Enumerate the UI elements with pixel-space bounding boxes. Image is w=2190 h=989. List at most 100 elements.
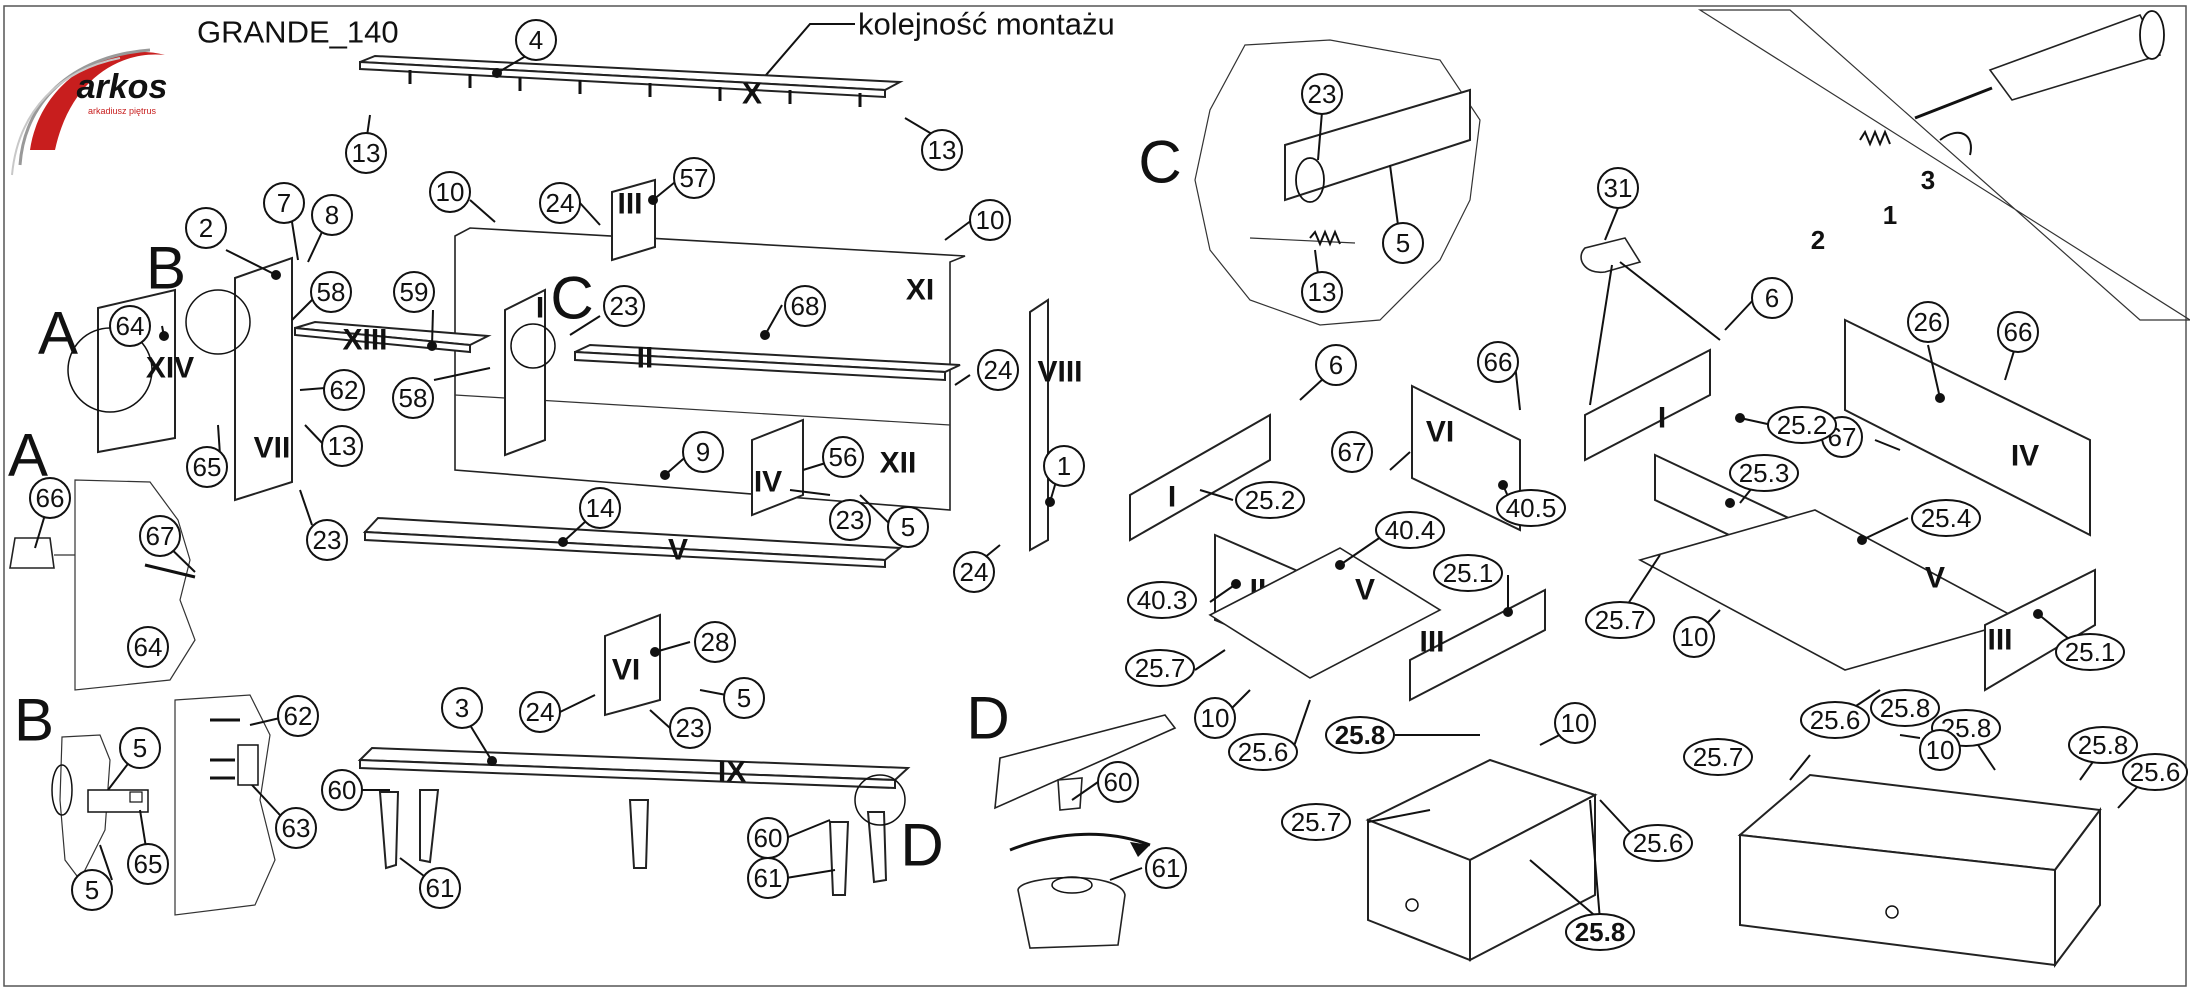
drawer1-panel-v	[1208, 547, 1442, 679]
callout-23: 23	[669, 707, 711, 749]
callout-62: 62	[277, 695, 319, 737]
drawer2-panel-iii	[1984, 568, 2096, 692]
panel-vi	[604, 613, 661, 717]
svg-text:13: 13	[928, 135, 957, 165]
svg-text:24: 24	[546, 188, 575, 218]
callout-6: 6	[1315, 344, 1357, 386]
callout-25-6: 25.6	[1800, 701, 1870, 739]
order-note-leader	[759, 23, 855, 83]
callout-24: 24	[539, 182, 581, 224]
arkos-logo: arkos arkadiusz piętrus	[11, 48, 167, 176]
svg-text:65: 65	[193, 452, 222, 482]
detail-b-circle	[185, 289, 251, 355]
callout-60: 60	[321, 769, 363, 811]
svg-text:VI: VI	[1426, 416, 1454, 449]
callout-9: 9	[682, 431, 724, 473]
svg-text:24: 24	[526, 697, 555, 727]
svg-text:66: 66	[36, 483, 65, 513]
callout-31: 31	[1597, 167, 1639, 209]
part-callouts: 4 13 13 57 24 10 10 2 7 8 58 59 64 68 23…	[29, 19, 2188, 951]
svg-text:IV: IV	[2011, 440, 2039, 473]
step-number: 1	[1883, 200, 1897, 230]
svg-text:I: I	[1658, 402, 1666, 435]
svg-text:I: I	[1168, 481, 1176, 514]
drawer1-panel-iii	[1409, 588, 1546, 702]
svg-text:25.2: 25.2	[1245, 485, 1296, 515]
svg-text:1: 1	[1057, 451, 1071, 481]
svg-text:23: 23	[836, 505, 865, 535]
svg-text:62: 62	[284, 701, 313, 731]
label-panel-xiv: XIV	[146, 352, 194, 385]
svg-text:40.3: 40.3	[1137, 585, 1188, 615]
callout-c-23: 23	[1301, 73, 1343, 115]
callout-24: 24	[519, 691, 561, 733]
svg-text:III: III	[1419, 626, 1444, 659]
svg-text:67: 67	[146, 521, 175, 551]
svg-text:25.4: 25.4	[1921, 503, 1972, 533]
callout-25-7: 25.7	[1281, 803, 1351, 841]
callout-10: 10	[1919, 729, 1961, 771]
callout-25-6: 25.6	[1228, 733, 1298, 771]
svg-text:25.6: 25.6	[1810, 705, 1861, 735]
svg-text:13: 13	[328, 431, 357, 461]
detail-letter-b-zoom: B	[14, 687, 54, 754]
callout-14: 14	[579, 487, 621, 529]
detail-b-zoom	[51, 694, 276, 916]
detail-a-zoom	[9, 479, 196, 691]
callout-65: 65	[186, 446, 228, 488]
svg-text:23: 23	[676, 713, 705, 743]
callout-25-8: 25.8	[1565, 913, 1635, 951]
panel-i	[504, 288, 546, 457]
callout-1: 1	[1043, 445, 1085, 487]
svg-text:25.1: 25.1	[2065, 637, 2116, 667]
svg-text:25.7: 25.7	[1291, 807, 1342, 837]
svg-text:64: 64	[116, 311, 145, 341]
page-frame	[3, 5, 2187, 987]
callout-68: 68	[784, 285, 826, 327]
callout-25-1: 25.1	[1433, 554, 1503, 592]
svg-text:61: 61	[1152, 853, 1181, 883]
svg-text:65: 65	[134, 849, 163, 879]
svg-text:10: 10	[1926, 735, 1955, 765]
drawer2-panel-i	[1584, 348, 1711, 462]
svg-text:25.6: 25.6	[2130, 757, 2181, 787]
svg-text:68: 68	[791, 291, 820, 321]
svg-text:62: 62	[330, 375, 359, 405]
callout-10: 10	[1554, 702, 1596, 744]
assembly-order-note: kolejność montażu	[858, 7, 1115, 42]
callout-10: 10	[1673, 616, 1715, 658]
label-panel-xii: XII	[880, 447, 917, 480]
svg-text:V: V	[1925, 562, 1945, 595]
callout-40-5: 40.5	[1496, 489, 1566, 527]
label-panel-x: X	[742, 78, 762, 111]
svg-text:13: 13	[352, 138, 381, 168]
svg-text:5: 5	[737, 683, 751, 713]
callout-66: 66	[1997, 311, 2039, 353]
svg-text:25.8: 25.8	[1575, 917, 1626, 947]
callout-65: 65	[127, 843, 169, 885]
callout-24: 24	[977, 349, 1019, 391]
callout-25-2: 25.2	[1767, 406, 1837, 444]
svg-text:63: 63	[282, 813, 311, 843]
callout-64: 64	[109, 305, 151, 347]
svg-text:61: 61	[754, 863, 783, 893]
detail-letter-d-zoom: D	[966, 685, 1009, 752]
callout-63: 63	[275, 807, 317, 849]
drawer1-panel-i	[1129, 413, 1271, 542]
svg-text:40.5: 40.5	[1506, 493, 1557, 523]
callout-d-61: 61	[1145, 847, 1187, 889]
callout-40-4: 40.4	[1375, 511, 1445, 549]
callout-13: 13	[321, 425, 363, 467]
svg-text:66: 66	[2004, 317, 2033, 347]
label-panel-vii: VII	[254, 432, 291, 465]
right-drawer-assembly: I IV II V III I VI II V III	[1129, 9, 2190, 968]
svg-text:10: 10	[1680, 622, 1709, 652]
detail-letter-a: A	[38, 300, 78, 367]
svg-text:25.7: 25.7	[1693, 742, 1744, 772]
label-panel-i: I	[536, 292, 544, 325]
callout-23: 23	[603, 285, 645, 327]
callout-64: 64	[127, 626, 169, 668]
label-panel-iv: IV	[754, 466, 782, 499]
svg-text:25.8: 25.8	[1335, 720, 1386, 750]
